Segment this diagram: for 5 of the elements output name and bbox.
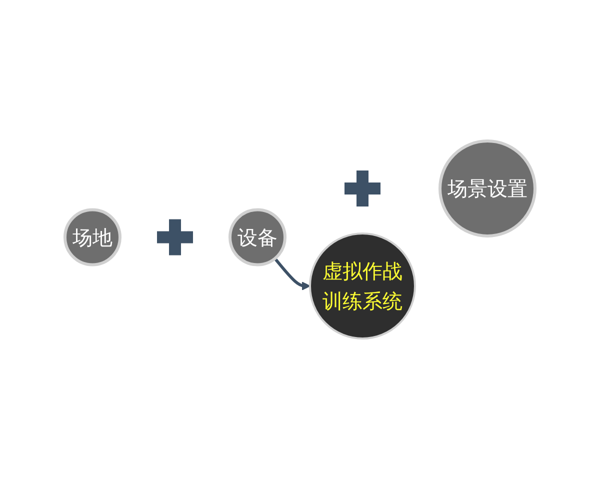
node-circle: 场地 xyxy=(64,208,122,266)
node-circle: 设备 xyxy=(228,208,286,266)
arrow xyxy=(274,258,310,291)
node-circle: 虚拟作战训练系统 xyxy=(309,232,416,340)
node-circle: 场景设置 xyxy=(438,140,536,238)
